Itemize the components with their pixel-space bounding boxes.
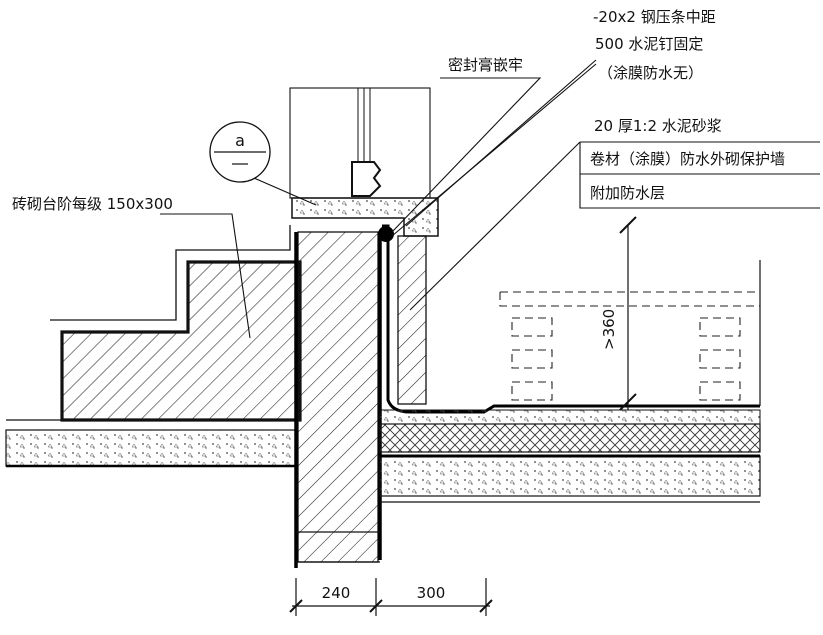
left-slab: [5, 429, 297, 467]
annotation-protect-wall: 卷材（涂膜）防水外砌保护墙: [590, 150, 785, 168]
annotation-steel-strip: -20x2 钢压条中距: [593, 8, 716, 26]
annotation-membrane-none: （涂膜防水无）: [598, 64, 703, 82]
leader-lines: [160, 59, 820, 339]
wall-membrane: [294, 232, 382, 568]
mortar-layer: [379, 409, 761, 425]
dashed-wall-outline: [499, 291, 760, 401]
height-dim-bottom-tick: [619, 393, 637, 411]
steps-outline: [50, 225, 291, 321]
protective-wall: [397, 235, 427, 405]
sealant-bead: [351, 161, 382, 197]
dimension-offset-label: 300: [417, 584, 446, 602]
height-dim-top-tick: [619, 216, 637, 234]
annotation-sealant: 密封膏嵌牢: [448, 56, 523, 74]
steel-strip-point: [378, 226, 394, 242]
detail-callout-label: a: [235, 131, 245, 150]
detail-callout: [209, 121, 271, 183]
right-slab: [379, 455, 761, 497]
waterproof-membrane: [382, 224, 760, 414]
foundation-wall: [297, 231, 379, 563]
brick-steps: [60, 260, 302, 422]
annotation-extra-layer: 附加防水层: [590, 184, 665, 202]
bottom-dimension-line: [289, 578, 493, 616]
height-dim-label: >360: [600, 309, 618, 350]
dimension-wall-label: 240: [322, 584, 351, 602]
annotation-steps: 砖砌台阶每级 150x300: [12, 195, 173, 213]
annotation-mortar: 20 厚1:2 水泥砂浆: [594, 117, 722, 135]
annotation-nail-fix: 500 水泥钉固定: [595, 35, 703, 53]
insulation-layer: [379, 423, 761, 453]
